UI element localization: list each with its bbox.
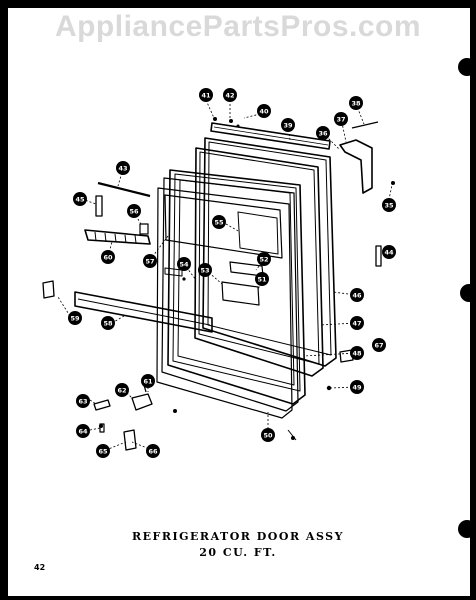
callout-label-43: 43 xyxy=(118,165,127,173)
callout-label-41: 41 xyxy=(201,92,211,100)
callout-label-38: 38 xyxy=(351,100,361,108)
callout-label-39: 39 xyxy=(283,122,293,130)
callout-label-42: 42 xyxy=(225,92,234,100)
callout-label-67: 67 xyxy=(374,342,383,350)
callout-circles xyxy=(68,88,396,458)
callout-label-35: 35 xyxy=(384,202,394,210)
callout-label-48: 48 xyxy=(352,350,362,358)
callout-c62 xyxy=(115,383,129,397)
callout-c64 xyxy=(76,424,90,438)
callout-c43 xyxy=(116,161,130,175)
callout-label-36: 36 xyxy=(318,130,328,138)
callout-label-50: 50 xyxy=(263,432,273,440)
callout-c37 xyxy=(334,112,348,126)
callout-c57 xyxy=(143,254,157,268)
callout-label-57: 57 xyxy=(145,258,154,266)
callout-label-40: 40 xyxy=(259,108,269,116)
diagram-title: REFRIGERATOR DOOR ASSY xyxy=(132,530,344,543)
top-trim-strip xyxy=(210,122,331,150)
callout-label-62: 62 xyxy=(117,387,126,395)
control-panel xyxy=(221,281,260,306)
callout-label-46: 46 xyxy=(352,292,362,300)
callout-label-47: 47 xyxy=(352,320,361,328)
callout-c40 xyxy=(257,104,271,118)
callout-c55 xyxy=(212,215,226,229)
callout-c53 xyxy=(198,263,212,277)
callout-c36 xyxy=(316,126,330,140)
callout-c48 xyxy=(350,346,364,360)
callout-label-44: 44 xyxy=(384,249,394,257)
callout-label-61: 61 xyxy=(143,378,153,386)
callout-label-45: 45 xyxy=(75,196,85,204)
callout-label-65: 65 xyxy=(98,448,108,456)
callout-c38 xyxy=(349,96,363,110)
callout-c54 xyxy=(177,257,191,271)
door-handle xyxy=(74,291,213,333)
callout-c60 xyxy=(101,250,115,264)
binder-hole-top xyxy=(458,58,476,76)
callout-c52 xyxy=(257,252,271,266)
callout-label-56: 56 xyxy=(129,208,139,216)
callout-label-59: 59 xyxy=(70,315,80,323)
callout-c44 xyxy=(382,245,396,259)
door-outer-panel xyxy=(202,137,337,367)
callout-c61 xyxy=(141,374,155,388)
callout-label-55: 55 xyxy=(214,219,224,227)
callout-c51 xyxy=(255,272,269,286)
callout-c41 xyxy=(199,88,213,102)
binder-hole-bottom xyxy=(458,520,476,538)
callout-c63 xyxy=(76,394,90,408)
callout-c42 xyxy=(223,88,237,102)
hinge-bracket xyxy=(339,139,373,194)
callout-c67 xyxy=(372,338,386,352)
callout-c56 xyxy=(127,204,141,218)
shelf-bracket xyxy=(84,229,151,245)
callout-c47 xyxy=(350,316,364,330)
callout-c39 xyxy=(281,118,295,132)
callout-c59 xyxy=(68,311,82,325)
callout-label-49: 49 xyxy=(352,384,362,392)
callout-label-63: 63 xyxy=(78,398,87,406)
callout-label-51: 51 xyxy=(257,276,267,284)
door-inner-liner xyxy=(167,169,306,405)
callout-c50 xyxy=(261,428,275,442)
callout-label-60: 60 xyxy=(103,254,113,262)
callout-label-58: 58 xyxy=(103,320,113,328)
dairy-compartment xyxy=(164,194,283,259)
callout-c65 xyxy=(96,444,110,458)
callout-c66 xyxy=(146,444,160,458)
callout-c45 xyxy=(73,192,87,206)
callout-label-53: 53 xyxy=(200,267,209,275)
callout-c49 xyxy=(350,380,364,394)
callout-c35 xyxy=(382,198,396,212)
callout-label-64: 64 xyxy=(78,428,88,436)
watermark: AppliancePartsPros.com xyxy=(54,10,422,43)
door-gasket xyxy=(194,147,324,377)
page-number: 42 xyxy=(34,563,46,572)
diagram-subtitle: 20 CU. FT. xyxy=(199,546,277,559)
callout-c46 xyxy=(350,288,364,302)
callout-label-37: 37 xyxy=(336,116,345,124)
callout-label-52: 52 xyxy=(259,256,268,264)
binder-hole-middle xyxy=(460,284,476,302)
callout-c58 xyxy=(101,316,115,330)
callout-label-54: 54 xyxy=(179,261,189,269)
callout-label-66: 66 xyxy=(148,448,158,456)
